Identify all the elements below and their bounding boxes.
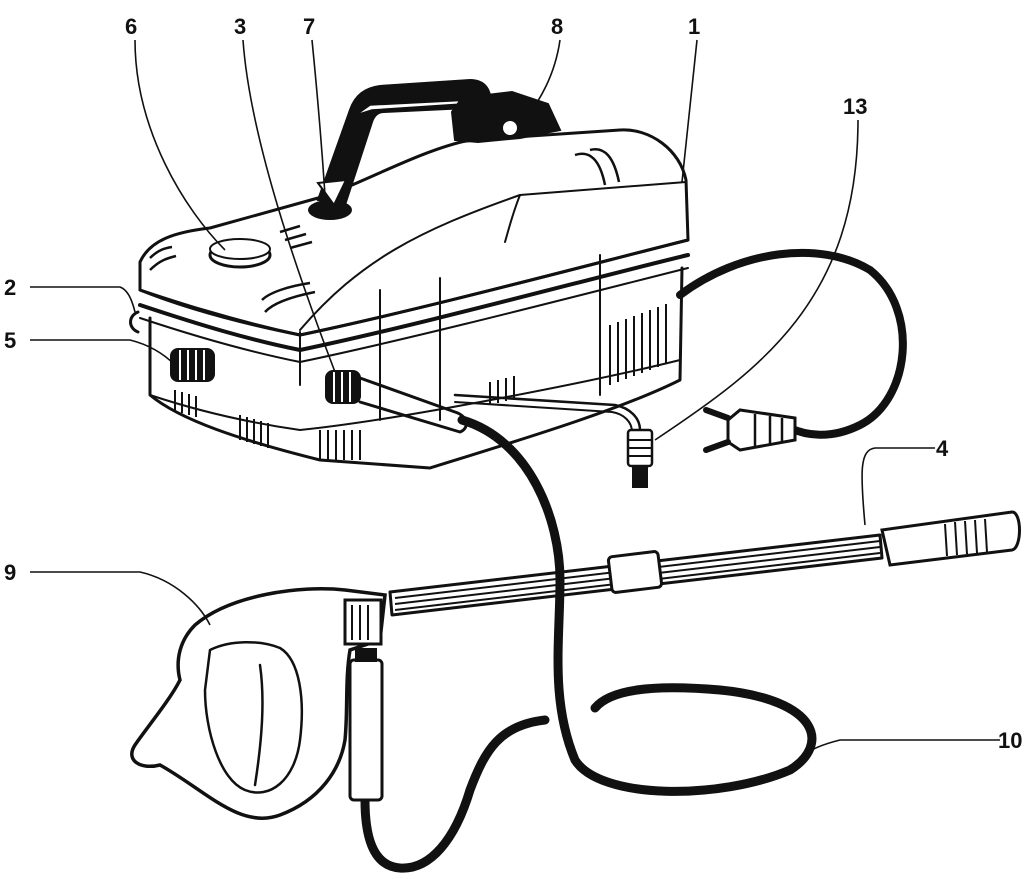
callout-2: 2 (4, 275, 16, 300)
callout-7: 7 (303, 14, 315, 39)
leader-8 (524, 39, 561, 121)
callout-9: 9 (4, 560, 16, 585)
leader-3 (242, 39, 336, 373)
callout-13: 13 (843, 94, 867, 119)
leader-10 (804, 739, 1000, 756)
machine-housing (129, 128, 690, 470)
callout-5: 5 (4, 328, 16, 353)
leader-4 (861, 447, 935, 526)
callout-labels: 1 2 3 4 5 6 7 8 9 10 13 (4, 14, 1022, 753)
detergent-suction-hose (453, 393, 654, 488)
high-pressure-hose (360, 415, 817, 873)
detergent-cap (208, 238, 272, 269)
leader-5 (30, 339, 176, 366)
hose-outlet (325, 370, 468, 434)
callout-4: 4 (936, 436, 949, 461)
leader-13 (654, 119, 859, 441)
callout-6: 6 (125, 14, 137, 39)
pressure-knob (170, 348, 215, 382)
leader-1 (681, 39, 698, 183)
leader-2 (30, 286, 136, 313)
spray-lance (388, 510, 1021, 617)
spray-gun (130, 587, 387, 821)
leader-9 (30, 571, 211, 626)
accessory-holder (450, 90, 562, 144)
leader-6 (134, 39, 226, 251)
callout-1: 1 (688, 14, 700, 39)
callout-10: 10 (998, 728, 1022, 753)
callout-3: 3 (234, 14, 246, 39)
leader-7 (311, 39, 326, 196)
power-cord (676, 248, 907, 453)
leader-lines (30, 39, 1000, 756)
callout-8: 8 (551, 14, 563, 39)
